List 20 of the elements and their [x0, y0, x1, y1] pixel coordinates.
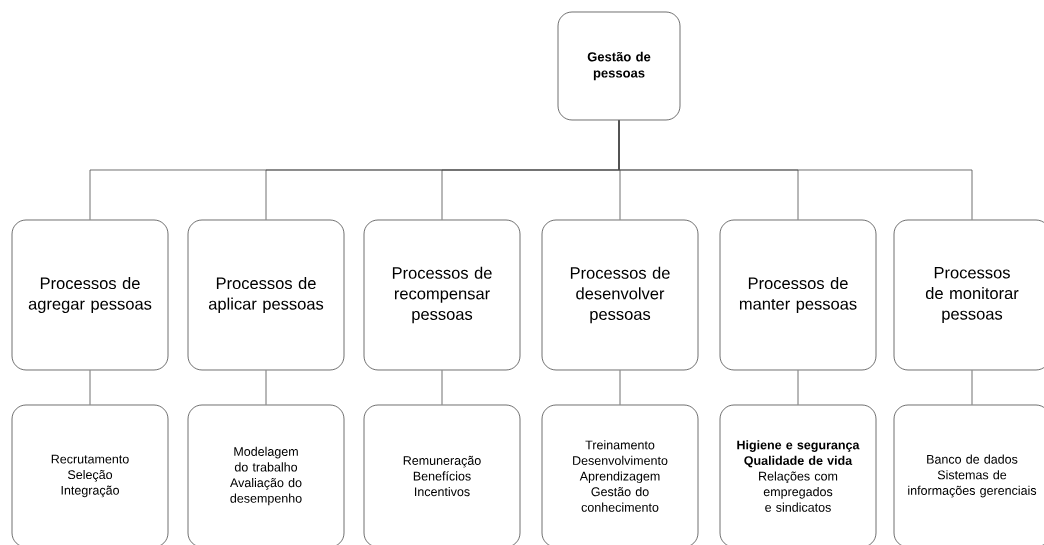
- activity-box: Higiene e segurança Qualidade de vida Relações com empregados e sindicatos: [719, 404, 877, 545]
- connector-line: [797, 370, 799, 405]
- connector-line: [265, 370, 267, 405]
- connector-line: [89, 370, 91, 405]
- connector-line: [971, 370, 973, 405]
- activity-box: Remuneração Benefícios Incentivos: [363, 404, 521, 545]
- process-box: Processos de desenvolver pessoas: [541, 219, 699, 371]
- connector-line: [618, 120, 973, 220]
- root-box: Gestão de pessoas: [557, 11, 681, 121]
- process-box: Processos de manter pessoas: [719, 219, 877, 371]
- activity-box: Recrutamento Seleção Integração: [11, 404, 169, 545]
- activity-box: Treinamento Desenvolvimento Aprendizagem Gestão do conhecimento: [541, 404, 699, 545]
- process-box: Processos de aplicar pessoas: [187, 219, 345, 371]
- process-box: Processos de monitorar pessoas: [893, 219, 1044, 371]
- activity-box: Modelagem do trabalho Avaliação do desempenho: [187, 404, 345, 545]
- activity-box: Banco de dados Sistemas de informações gerenciais: [893, 404, 1044, 545]
- connector-line: [441, 370, 443, 405]
- connector-line: [619, 370, 621, 405]
- process-box: Processos de recompensar pessoas: [363, 219, 521, 371]
- process-box: Processos de agregar pessoas: [11, 219, 169, 371]
